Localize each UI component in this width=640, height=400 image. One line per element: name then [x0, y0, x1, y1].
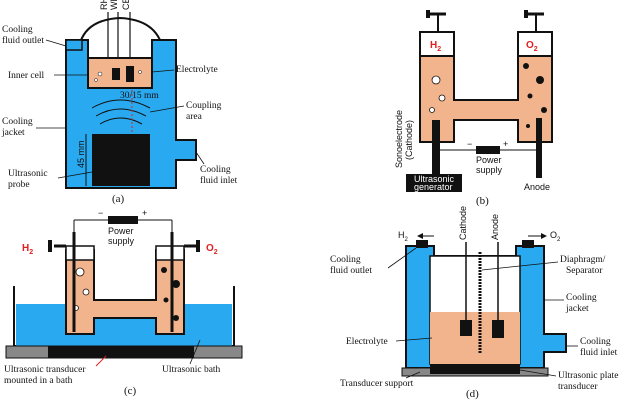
coupling-label-1: Coupling [186, 101, 222, 111]
panel-c-caption: (c) [124, 385, 137, 397]
h2-label-b: H2 [430, 40, 441, 53]
diaphragm-label-2: Separator [566, 266, 603, 276]
coupling-label-2: area [186, 112, 203, 122]
minus-c: − [98, 208, 103, 218]
anode-label-b: Anode [524, 182, 550, 192]
cooling-outlet-label-2: fluid outlet [2, 35, 44, 46]
inner-cell-label: Inner cell [8, 71, 44, 81]
electrolyte-d [430, 312, 520, 364]
plus-b: + [503, 139, 508, 149]
cooling-inlet-d-2: fluid inlet [580, 347, 618, 358]
we-label: WE [109, 0, 119, 10]
distance-label: 30/15 mm [120, 91, 159, 101]
cooling-inlet-label-1: Cooling [200, 165, 231, 175]
plate-transducer-1: Ultrasonic plate [558, 371, 618, 381]
cooling-outlet-d-1: Cooling [330, 255, 361, 265]
sonoelectrode-label-2: (Cathode) [404, 120, 414, 160]
probe-label-1: Ultrasonic [8, 169, 48, 179]
anode-label-d: Anode [490, 214, 500, 240]
generator-1: Ultrasonic [414, 174, 455, 184]
o2-label-c: O2 [206, 243, 218, 256]
diaphragm-label-1: Diaphragm/ [560, 255, 606, 265]
plate-transducer-2: transducer [558, 382, 598, 392]
cooling-jacket-label-1: Cooling [2, 117, 33, 127]
cooling-jacket-d-2: jacket [565, 304, 589, 314]
panel-b: H2 O2 − + Power supply Ultrasonic genera… [394, 10, 553, 207]
electrolyte-label: Electrolyte [176, 65, 218, 75]
o2-label-b: O2 [526, 40, 538, 53]
panel-a: RHE WE CE 45 mm Cooling fluid outlet Inn… [1, 0, 238, 205]
panel-d-caption: (d) [466, 388, 479, 400]
panel-a-caption: (a) [112, 193, 125, 205]
cathode-d [460, 320, 472, 336]
h2-label-c: H2 [22, 243, 33, 256]
sonoelectrode [432, 120, 440, 178]
panel-c: H2 O2 − + Power supply Ultrasonic transd… [4, 208, 243, 397]
cooling-outlet-d-2: fluid outlet [330, 265, 372, 276]
anode-d [492, 320, 504, 338]
bath-label: Ultrasonic bath [162, 365, 221, 375]
we-electrode [112, 68, 120, 80]
ce-label: CE [121, 0, 131, 10]
generator-2: generator [414, 182, 453, 192]
electrolyte-d-label: Electrolyte [346, 337, 388, 347]
minus-b: − [467, 139, 472, 149]
ultrasonic-probe [92, 134, 150, 186]
ultrasonic-transducer-c [48, 346, 194, 358]
rhe-label: RHE [99, 0, 109, 10]
h2-label-d: H2 [398, 230, 409, 243]
probe-label-2: probe [8, 180, 30, 190]
ce-electrode [126, 66, 134, 82]
cooling-outlet-label-1: Cooling [2, 25, 33, 35]
o2-label-d: O2 [550, 230, 561, 243]
power-supply-b [476, 146, 500, 154]
panel-d: Cathode Anode H2 O2 Cooling fluid outlet… [330, 206, 618, 400]
plus-c: + [142, 208, 147, 218]
power-supply-b-2: supply [476, 165, 503, 175]
cell-cap-arc [77, 16, 165, 59]
power-supply-c [108, 216, 138, 224]
sonoelectrode-label-1: Sonoelectrode [394, 110, 404, 168]
probe-height-label: 45 mm [76, 140, 86, 168]
cooling-inlet-label-2: fluid inlet [200, 175, 238, 186]
panel-b-caption: (b) [476, 195, 489, 207]
cooling-jacket-label-2: jacket [1, 128, 25, 138]
transducer-c-label-1: Ultrasonic transducer [4, 365, 86, 375]
transducer-c-label-2: mounted in a bath [4, 376, 73, 386]
cathode-label-d: Cathode [458, 206, 468, 240]
plate-transducer [430, 364, 520, 374]
ultrasonic-generator [406, 174, 462, 192]
power-supply-c-1: Power [108, 226, 134, 236]
power-supply-c-2: supply [108, 236, 135, 246]
transducer-support-label: Transducer support [340, 379, 414, 389]
cooling-jacket-d-1: Cooling [566, 293, 597, 303]
anode-b [536, 118, 542, 178]
h-cell-b [419, 31, 553, 143]
outlet-stub [65, 39, 83, 51]
cooling-inlet-d-1: Cooling [580, 337, 611, 347]
h-cell-c [65, 249, 185, 335]
power-supply-b-1: Power [476, 155, 502, 165]
